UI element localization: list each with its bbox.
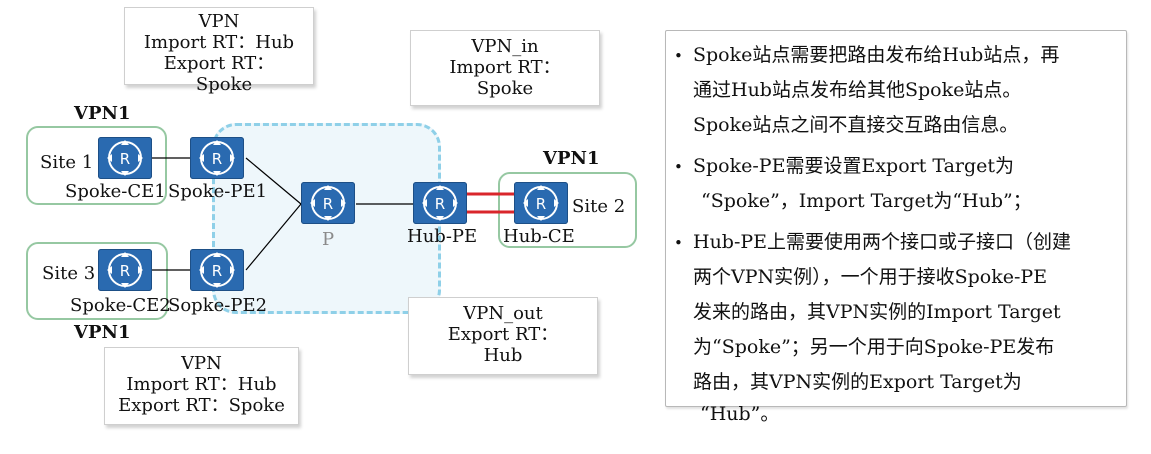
vpn-bottom-title: VPN	[181, 353, 222, 374]
vpn-top-box: VPN Import RT：Hub Export RT： Spoke	[124, 7, 314, 95]
hub-pe-label: Hub-PE	[407, 226, 478, 247]
note-line-11: “Hub”。	[700, 403, 780, 425]
spoke-ce1-label: Spoke-CE1	[65, 181, 166, 202]
spoke-pe2-label: Sopke-PE2	[168, 295, 268, 316]
vpn-in-import: Import RT：	[449, 57, 561, 78]
vpn-out-export-value: Hub	[483, 345, 523, 366]
vpn-in-title: VPN_in	[471, 36, 539, 57]
site1-label: Site 1	[40, 152, 94, 173]
link-pe1-p	[245, 157, 302, 205]
vpn-bottom-box: VPN Import RT：Hub Export RT：Spoke	[104, 347, 299, 425]
vpn1-label-top-left: VPN1	[74, 103, 131, 124]
site2-label: Site 2	[572, 196, 626, 217]
note-line-1: Spoke站点需要把路由发布给Hub站点，再	[693, 44, 1060, 66]
note-line-10: 路由，其VPN实例的Export Target为	[693, 371, 1022, 393]
bullet-2: •	[674, 158, 683, 176]
site1-region	[26, 126, 167, 205]
svg-text:R: R	[120, 150, 130, 168]
p-label: P	[322, 229, 335, 250]
vpn-bottom-export: Export RT：Spoke	[118, 395, 285, 416]
spoke-ce2-label: Spoke-CE2	[70, 295, 171, 316]
link-pe2-p	[245, 203, 302, 271]
site3-label: Site 3	[42, 263, 96, 284]
svg-text:R: R	[323, 195, 333, 213]
vpn1-label-bottom-left: VPN1	[74, 322, 131, 343]
svg-text:R: R	[536, 195, 546, 213]
site2-region	[498, 172, 637, 248]
note-line-5: “Spoke”，Import Target为“Hub”；	[701, 190, 1032, 212]
hub-ce-label: Hub-CE	[503, 226, 575, 247]
p-router-icon: R	[301, 182, 355, 224]
hub-ce-router-icon: R	[514, 182, 568, 224]
vpn1-label-right: VPN1	[543, 148, 600, 169]
note-line-6: Hub-PE上需要使用两个接口或子接口（创建	[693, 231, 1072, 253]
spoke-pe1-label: Spoke-PE1	[168, 181, 268, 202]
site3-region	[26, 242, 168, 320]
note-line-8: 发来的路由，其VPN实例的Import Target	[693, 301, 1061, 323]
vpn-top-title: VPN	[198, 11, 240, 32]
svg-text:R: R	[212, 150, 222, 168]
bullet-1: •	[674, 47, 683, 65]
vpn-top-export: Export RT：	[163, 53, 275, 74]
spoke-pe1-router-icon: R	[190, 137, 244, 179]
bullet-3: •	[674, 234, 683, 252]
notes-panel: • Spoke站点需要把路由发布给Hub站点，再 通过Hub站点发布给其他Spo…	[665, 30, 1127, 407]
note-line-9: 为“Spoke”；另一个用于向Spoke-PE发布	[693, 336, 1055, 358]
note-line-3: Spoke站点之间不直接交互路由信息。	[693, 114, 1019, 136]
vpn-bottom-import: Import RT：Hub	[126, 374, 277, 395]
spoke-ce1-router-icon: R	[98, 137, 152, 179]
vpn-top-import: Import RT：Hub	[143, 32, 295, 53]
vpn-out-export: Export RT：	[447, 324, 559, 345]
spoke-pe2-router-icon: R	[190, 249, 244, 291]
vpn-out-title: VPN_out	[463, 303, 543, 324]
spoke-ce2-router-icon: R	[98, 249, 152, 291]
vpn-in-import-value: Spoke	[476, 78, 534, 99]
vpn-in-box: VPN_in Import RT： Spoke	[410, 30, 600, 106]
note-line-2: 通过Hub站点发布给其他Spoke站点。	[693, 79, 1022, 101]
note-line-7: 两个VPN实例），一个用于接收Spoke-PE	[693, 266, 1048, 288]
hub-pe-router-icon: R	[413, 182, 467, 224]
svg-text:R: R	[212, 262, 222, 280]
svg-text:R: R	[120, 262, 130, 280]
svg-text:R: R	[435, 195, 445, 213]
note-line-4: Spoke-PE需要设置Export Target为	[693, 155, 1015, 177]
vpn-out-box: VPN_out Export RT： Hub	[408, 297, 598, 375]
vpn-top-export-value: Spoke	[195, 74, 253, 95]
